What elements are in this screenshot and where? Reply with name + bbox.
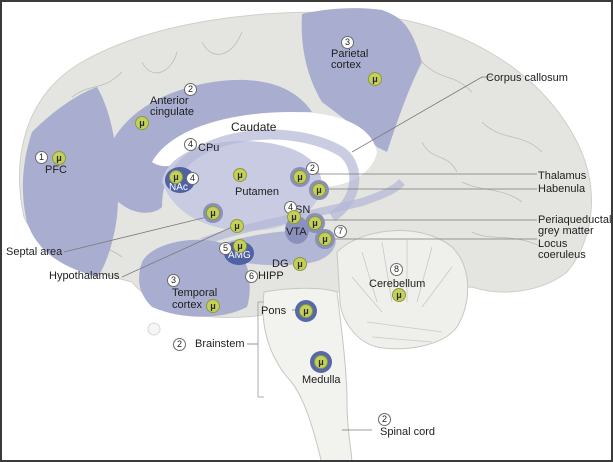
number-badge-hipp: 6: [245, 270, 258, 283]
mu-receptor-icon-vta: μ: [287, 210, 301, 224]
pfc-region: [22, 87, 119, 277]
number-badge-nac: 4: [186, 172, 199, 185]
label-temporal-line2: cortex: [172, 299, 202, 311]
label-anterior-cingulate-line1: Anterior: [150, 95, 189, 107]
mu-receptor-icon-locus-coeruleus: μ: [318, 232, 332, 246]
caudate-swirl: [172, 129, 360, 222]
mu-receptor-icon-putamen: μ: [233, 168, 247, 182]
mu-receptor-icon-hypothalamus: μ: [230, 219, 244, 233]
hippocampus-region: [227, 230, 336, 266]
label-pfc: PFC: [45, 164, 67, 176]
number-badge-pfc: 1: [35, 151, 48, 164]
number-badge-cpu: 4: [184, 138, 197, 151]
label-parietal-line1: Parietal: [331, 48, 369, 60]
mu-receptor-icon-parietal: μ: [368, 72, 382, 86]
label-septal-area: Septal area: [6, 246, 63, 258]
label-periaqueductal-line2: grey matter: [538, 225, 594, 237]
mu-receptor-icon-thalamus: μ: [293, 170, 307, 184]
label-vta: VTA: [286, 226, 307, 238]
mu-receptor-icon-anterior-cingulate: μ: [135, 116, 149, 130]
number-badge-parietal: 3: [341, 36, 354, 49]
number-badge-spinal-cord: 2: [378, 413, 391, 426]
number-badge-cerebellum: 8: [390, 263, 403, 276]
mu-receptor-icon-dg: μ: [293, 257, 307, 271]
mu-receptor-icon-temporal: μ: [206, 299, 220, 313]
label-caudate: Caudate: [231, 120, 277, 134]
label-hypothalamus: Hypothalamus: [49, 270, 120, 282]
label-pons: Pons: [261, 305, 287, 317]
label-anterior-cingulate-line2: cingulate: [150, 106, 195, 118]
mu-receptor-icon-septal-area: μ: [206, 206, 220, 220]
brainstem-shape: [262, 287, 353, 460]
brainstem-bracket: [257, 301, 264, 398]
leader-lines: [63, 76, 537, 431]
number-badge-locus: 7: [334, 225, 347, 238]
mu-receptor-icon-medulla: μ: [314, 355, 328, 369]
mu-receptor-icon-amg: μ: [233, 239, 247, 253]
anterior-cingulate-region: [102, 79, 312, 213]
label-locus-line2: coeruleus: [538, 249, 586, 261]
label-hipp: HIPP: [258, 270, 284, 282]
mu-receptor-icon-periaqueductal: μ: [308, 216, 322, 230]
ghost-circle: [147, 322, 161, 336]
label-corpus-callosum: Corpus callosum: [486, 72, 568, 84]
label-spinal-cord: Spinal cord: [380, 426, 436, 438]
mu-receptor-icon-habenula: μ: [312, 183, 326, 197]
label-periaqueductal-line1: Periaqueductal: [538, 214, 612, 226]
cerebellum-folds: [351, 240, 453, 343]
label-cpu: CPu: [198, 142, 220, 154]
label-amg: AMG: [228, 250, 251, 261]
label-locus-line1: Locus: [538, 238, 568, 250]
label-cerebellum: Cerebellum: [369, 278, 426, 290]
mu-receptor-icon-nac: μ: [169, 170, 183, 184]
mu-receptor-icon-cerebellum: μ: [392, 288, 406, 302]
temporal-region: [139, 239, 250, 317]
mu-receptor-icon-pons: μ: [299, 304, 313, 318]
number-badge-temporal: 3: [167, 274, 180, 287]
label-parietal-line2: cortex: [331, 59, 361, 71]
label-temporal-line1: Temporal: [172, 287, 218, 299]
number-badge-brainstem: 2: [173, 338, 186, 351]
mu-receptor-icon-pfc: μ: [52, 151, 66, 165]
label-putamen: Putamen: [235, 186, 280, 198]
parietal-region: [301, 8, 422, 153]
number-badge-amg: 5: [219, 242, 232, 255]
label-nac: NAc: [169, 182, 188, 193]
label-medulla: Medulla: [302, 374, 341, 386]
label-brainstem: Brainstem: [195, 338, 245, 350]
number-badge-thalamus: 2: [306, 162, 319, 175]
striatum-region: [162, 141, 322, 231]
number-badge-anterior-cingulate: 2: [184, 83, 197, 96]
label-dg: DG: [272, 258, 289, 270]
label-thalamus: Thalamus: [538, 170, 587, 182]
label-habenula: Habenula: [538, 183, 586, 195]
